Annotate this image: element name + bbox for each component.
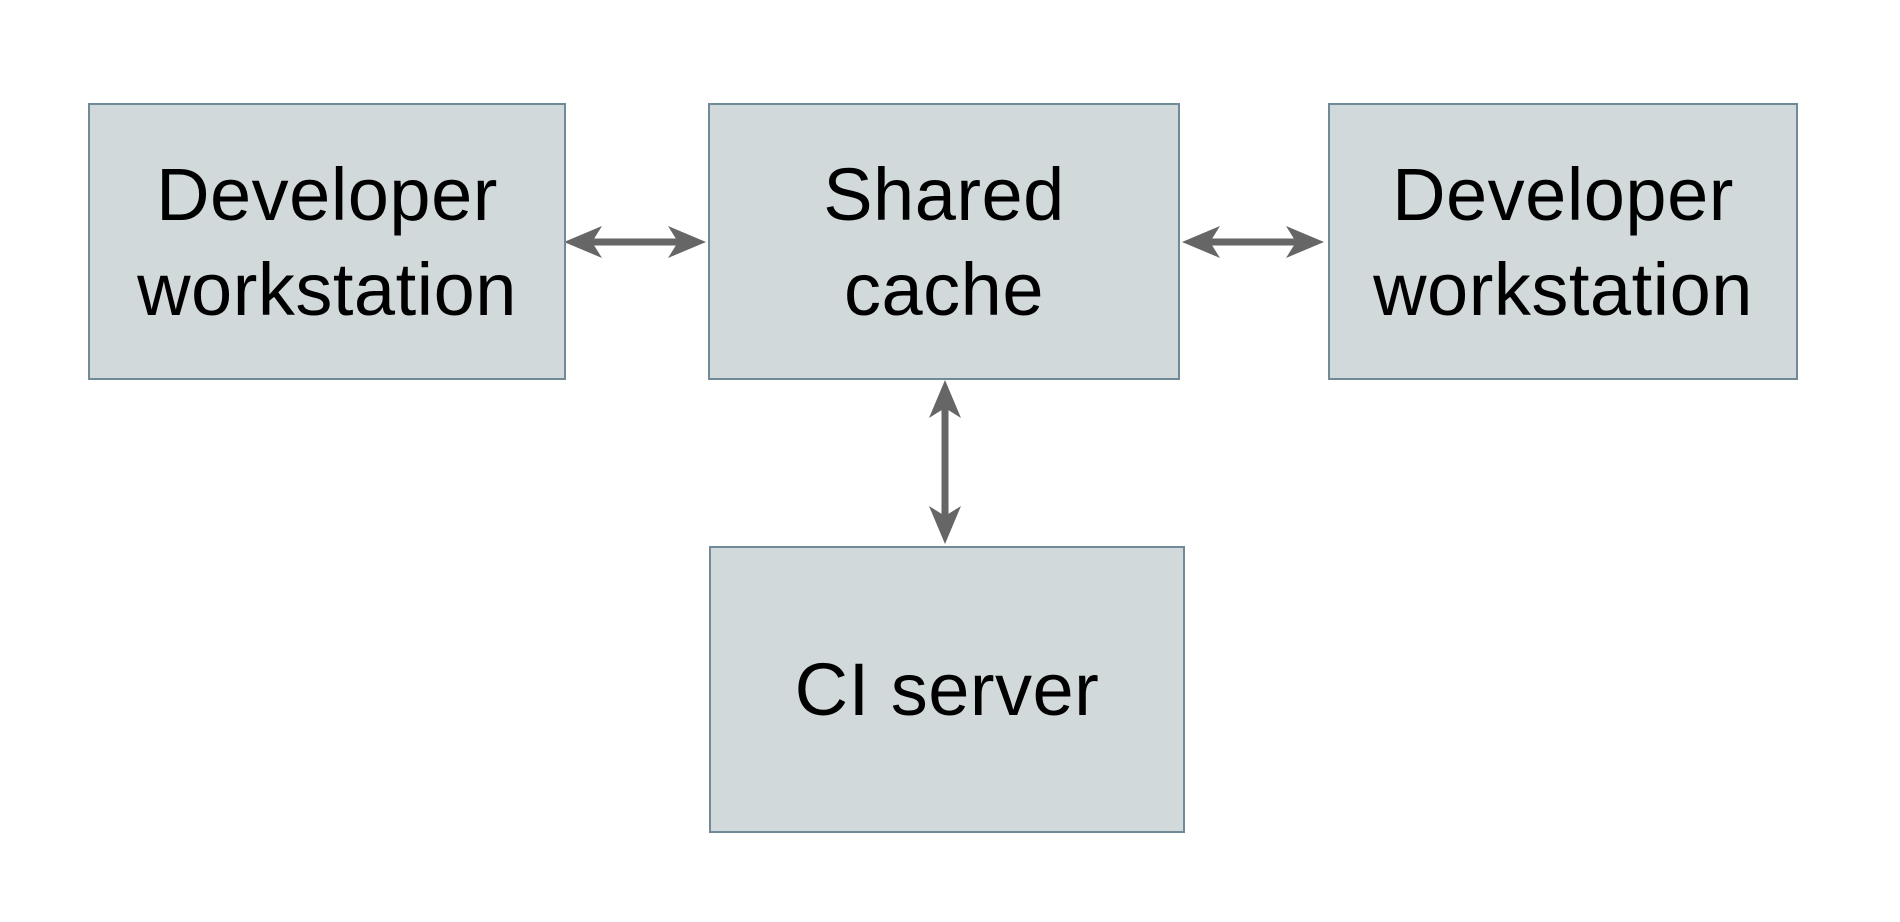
node-developer-workstation-right: Developer workstation xyxy=(1328,103,1798,380)
node-label: Shared cache xyxy=(823,152,1065,331)
node-shared-cache: Shared cache xyxy=(708,103,1180,380)
node-developer-workstation-left: Developer workstation xyxy=(88,103,566,380)
bidirectional-arrow-cache-right xyxy=(1182,226,1324,258)
node-label: Developer workstation xyxy=(137,152,517,331)
node-label: Developer workstation xyxy=(1373,152,1753,331)
bidirectional-arrow-cache-ci xyxy=(929,380,961,544)
node-label: CI server xyxy=(794,648,1100,731)
node-ci-server: CI server xyxy=(709,546,1185,833)
bidirectional-arrow-left-cache xyxy=(564,226,706,258)
